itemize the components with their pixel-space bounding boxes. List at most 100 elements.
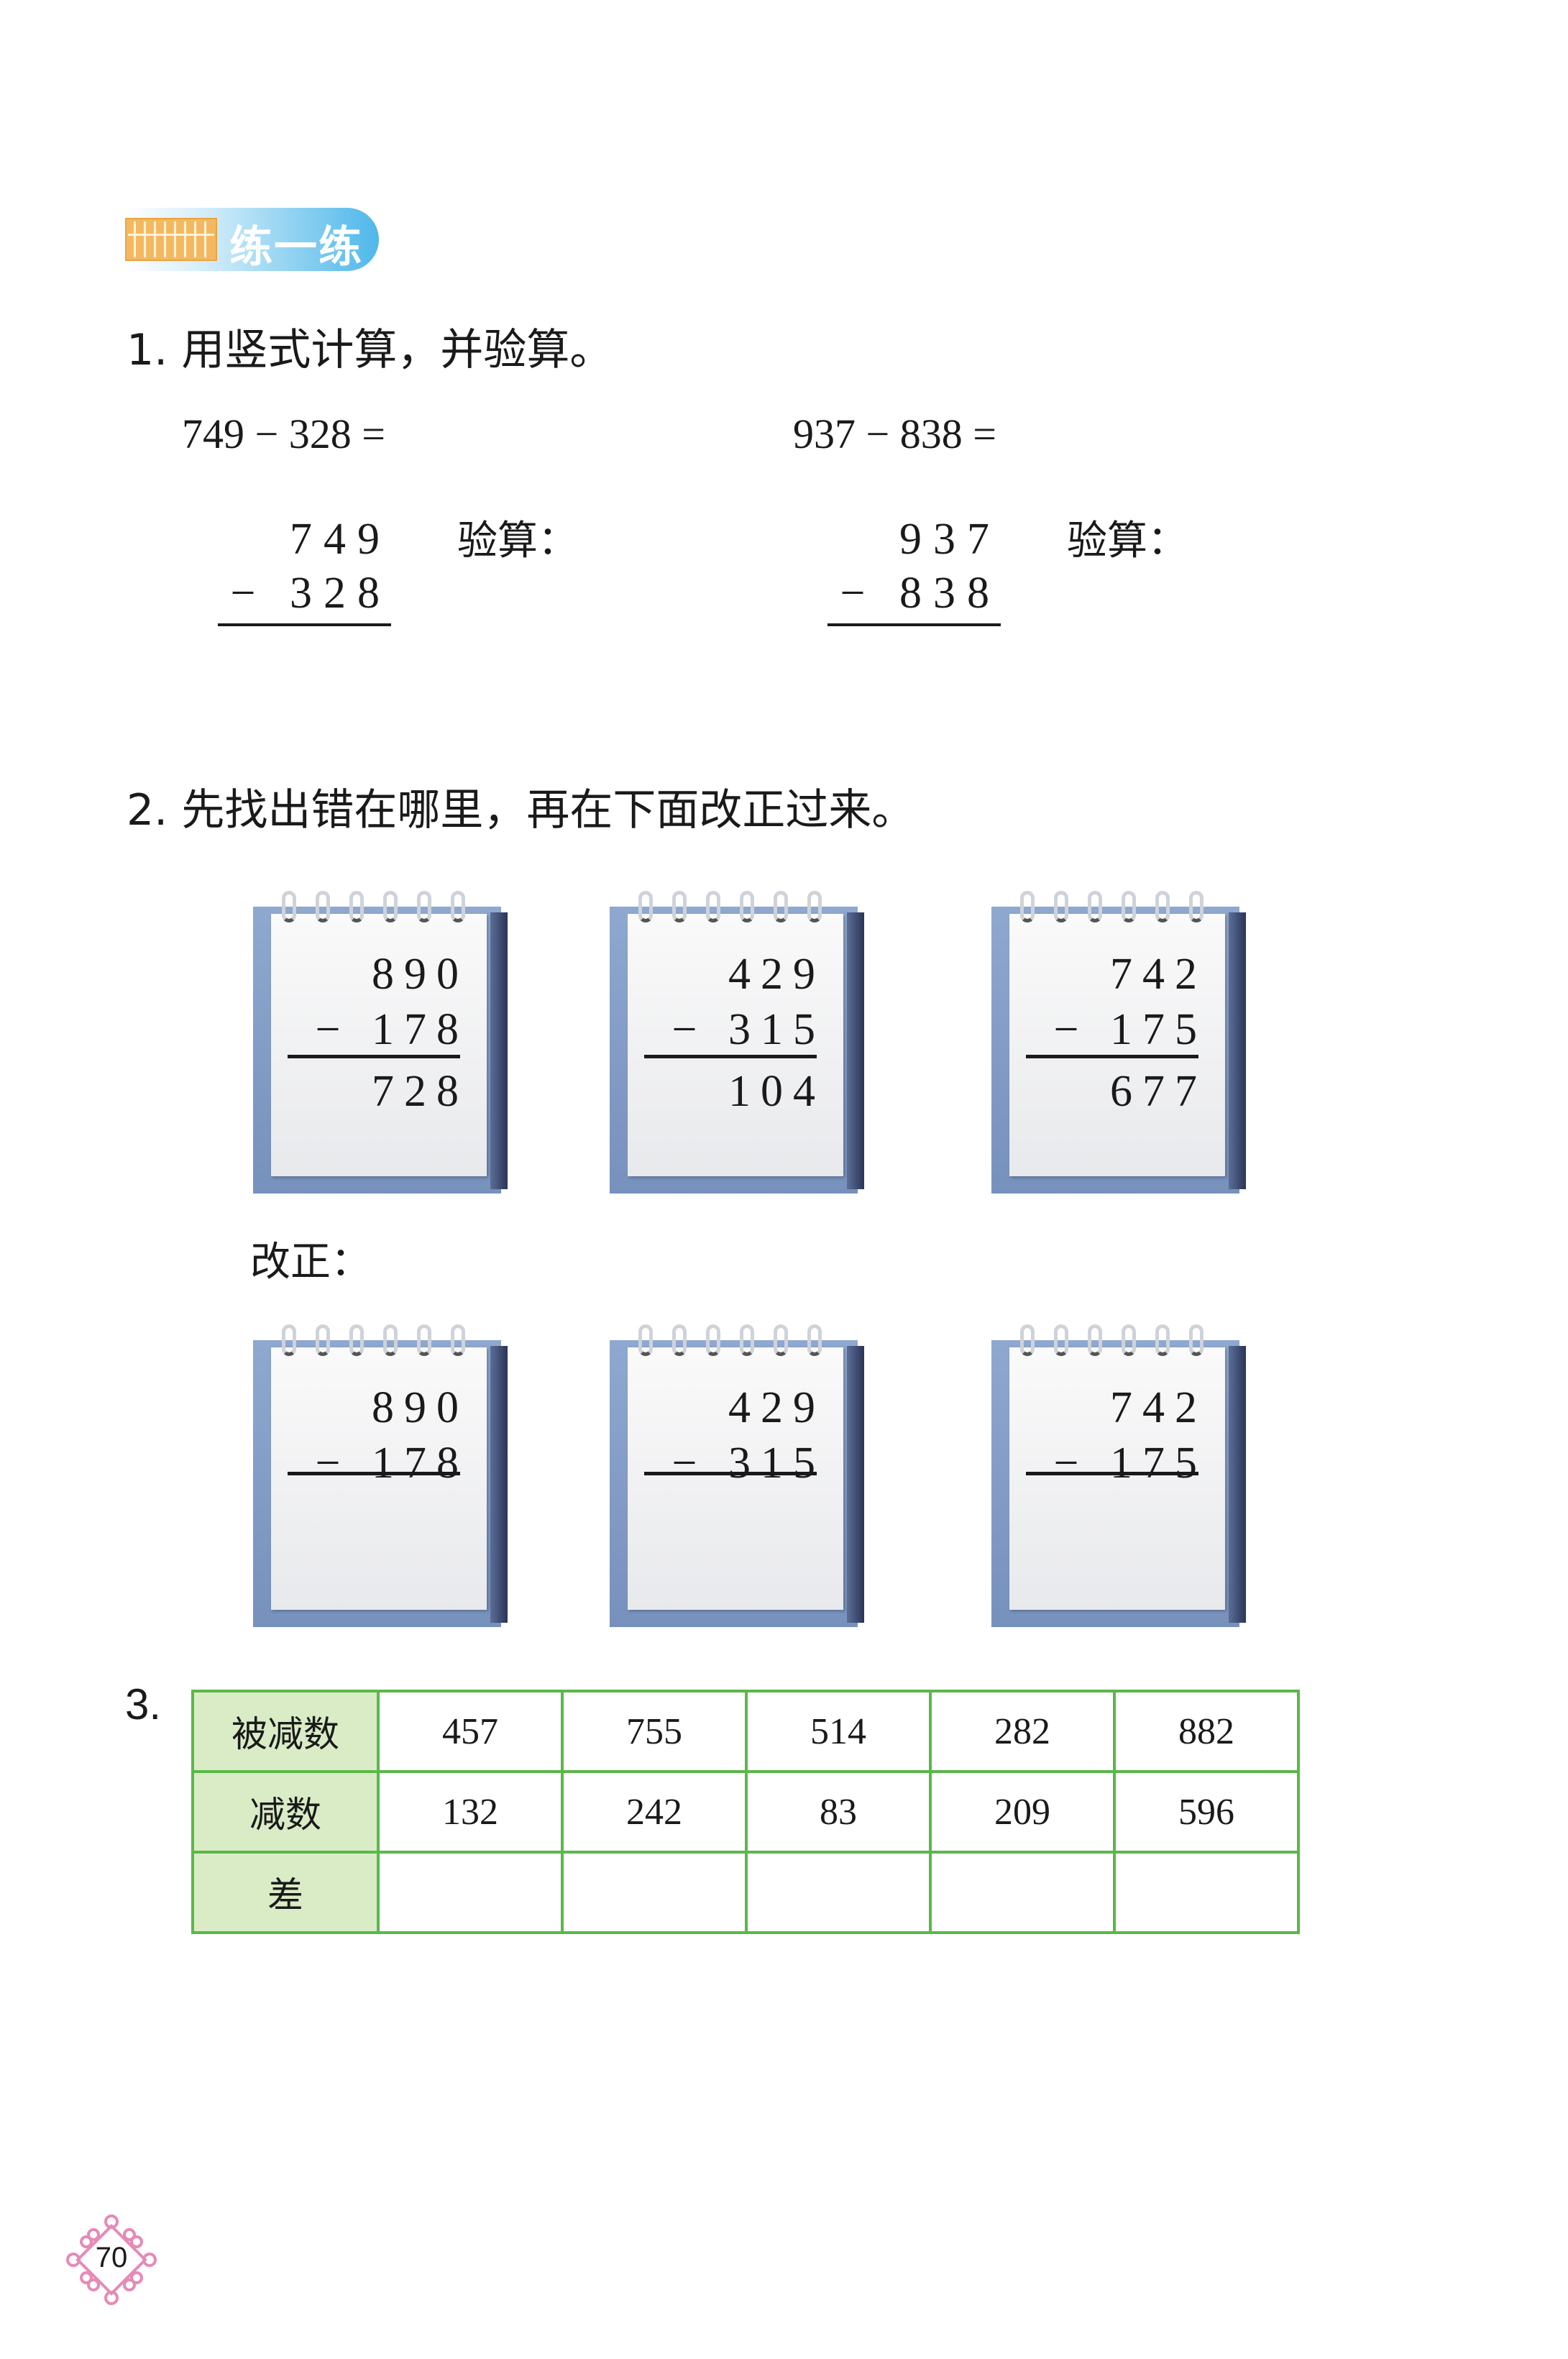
calendar-sheet: [1009, 1347, 1225, 1610]
table-cell: 132: [377, 1770, 564, 1854]
minuend: 890: [372, 1383, 469, 1432]
section-badge: 练一练: [125, 208, 379, 272]
minuend: 937: [899, 515, 1001, 564]
ring-binding-icon: [1155, 891, 1170, 922]
answer-line: [288, 1472, 460, 1475]
check-label-1: 验算：: [457, 518, 578, 564]
answer-cell[interactable]: [929, 1851, 1116, 1934]
flip-calendar-card: 742 − 175 677: [991, 891, 1250, 1194]
vertical-calc-1: 749 − 328: [218, 514, 391, 626]
question-3-number: 3.: [125, 1680, 162, 1728]
row-header: 减数: [191, 1770, 380, 1854]
answer-cell[interactable]: [377, 1851, 564, 1934]
ring-binding-icon: [706, 891, 720, 922]
ring-binding-icon: [807, 891, 822, 922]
subtrahend: − 838: [840, 569, 1001, 618]
answer-line: [288, 1055, 460, 1058]
answer-cell[interactable]: [561, 1851, 748, 1934]
ring-binding-icon: [383, 1324, 398, 1356]
calendar-sheet: [1009, 914, 1225, 1176]
calendar-stand: [490, 912, 508, 1189]
page-number-badge: 70: [65, 2213, 158, 2307]
answer-line: [644, 1472, 817, 1475]
table-cell: 457: [377, 1690, 564, 1773]
subtrahend: − 175: [1053, 1439, 1207, 1488]
calendar-stand: [490, 1346, 508, 1623]
ring-binding-icon: [1189, 1324, 1203, 1356]
answer-cell[interactable]: [1113, 1851, 1300, 1934]
ring-binding-icon: [1155, 1324, 1170, 1356]
ring-binding-icon: [1020, 1324, 1035, 1356]
subtrahend: − 178: [315, 1005, 469, 1054]
flip-calendar-card: 742 − 175: [991, 1324, 1250, 1627]
ring-binding-icon: [1122, 1324, 1136, 1356]
abacus-icon: [125, 218, 217, 261]
table-cell: 242: [561, 1770, 748, 1854]
ring-binding-icon: [383, 891, 398, 922]
ring-binding-icon: [316, 1324, 330, 1356]
ring-binding-icon: [1020, 891, 1035, 922]
row-header: 差: [191, 1851, 380, 1934]
question-2-title: 2. 先找出错在哪里，再在下面改正过来。: [127, 785, 915, 835]
ring-binding-icon: [807, 1324, 822, 1356]
ring-binding-icon: [638, 891, 653, 922]
calendar-stand: [1229, 1346, 1246, 1623]
ring-binding-icon: [1088, 1324, 1102, 1356]
flip-calendar-card: 890 − 178 728: [253, 891, 512, 1194]
ring-binding-icon: [1054, 1324, 1068, 1356]
equation-1: 749 − 328 =: [182, 411, 385, 457]
minuend: 742: [1110, 1383, 1207, 1432]
flip-calendar-card: 429 − 315: [610, 1324, 868, 1627]
table-cell: 282: [929, 1690, 1116, 1773]
answer-line: [218, 623, 391, 626]
answer-line: [827, 623, 1001, 626]
section-title: 练一练: [229, 222, 363, 272]
table-cell: 755: [561, 1690, 748, 1773]
answer-line: [1026, 1472, 1198, 1475]
calendar-stand: [1229, 912, 1246, 1189]
flip-calendar-card: 429 − 315 104: [610, 891, 868, 1194]
wrong-answer: 677: [1110, 1067, 1207, 1116]
calendar-stand: [847, 1346, 864, 1623]
calendar-stand: [847, 912, 864, 1189]
table-cell: 596: [1113, 1770, 1300, 1854]
table-cell: 83: [745, 1770, 932, 1854]
answer-line: [1026, 1055, 1198, 1058]
row-header: 被减数: [191, 1690, 380, 1773]
ring-binding-icon: [638, 1324, 653, 1356]
ring-binding-icon: [1189, 891, 1203, 922]
minuend: 742: [1110, 950, 1207, 999]
ring-binding-icon: [774, 1324, 788, 1356]
ring-binding-icon: [706, 1324, 720, 1356]
subtrahend: − 175: [1053, 1005, 1207, 1054]
subtrahend: − 178: [315, 1439, 469, 1488]
ring-binding-icon: [349, 1324, 364, 1356]
minuend: 749: [290, 515, 391, 564]
ring-binding-icon: [1088, 891, 1102, 922]
calendar-sheet: [628, 1347, 843, 1610]
subtrahend: − 328: [230, 569, 391, 618]
minuend: 890: [372, 950, 469, 999]
ring-binding-icon: [316, 891, 330, 922]
answer-line: [644, 1055, 817, 1058]
flip-calendar-card: 890 − 178: [253, 1324, 512, 1627]
ring-binding-icon: [451, 891, 465, 922]
minuend: 429: [728, 1383, 825, 1432]
table-cell: 514: [745, 1690, 932, 1773]
correction-label: 改正：: [250, 1239, 371, 1286]
check-label-2: 验算：: [1067, 518, 1188, 564]
ring-binding-icon: [740, 1324, 754, 1356]
ring-binding-icon: [1122, 891, 1136, 922]
ring-binding-icon: [1054, 891, 1068, 922]
answer-cell[interactable]: [745, 1851, 932, 1934]
subtrahend: − 315: [671, 1439, 825, 1488]
ring-binding-icon: [672, 1324, 687, 1356]
ring-binding-icon: [740, 891, 754, 922]
ring-binding-icon: [774, 891, 788, 922]
calendar-sheet: [271, 914, 487, 1176]
equation-2: 937 − 838 =: [793, 411, 996, 457]
table-cell: 209: [929, 1770, 1116, 1854]
